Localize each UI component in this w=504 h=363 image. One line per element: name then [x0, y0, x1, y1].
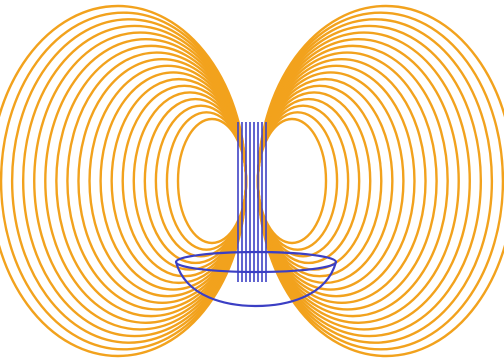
field-line-loop [258, 106, 348, 257]
field-line-loop [258, 46, 448, 316]
right-field-line-lobe [258, 6, 504, 356]
field-line-loop [145, 99, 246, 263]
field-line-loop [78, 59, 246, 303]
field-line-loop [123, 86, 246, 276]
field-line-loop [258, 86, 381, 276]
field-line-loop [258, 59, 426, 303]
left-field-line-lobe [0, 6, 246, 356]
field-line-loop [258, 99, 359, 263]
field-line-loop [56, 46, 246, 316]
field-line-loop [156, 106, 246, 257]
